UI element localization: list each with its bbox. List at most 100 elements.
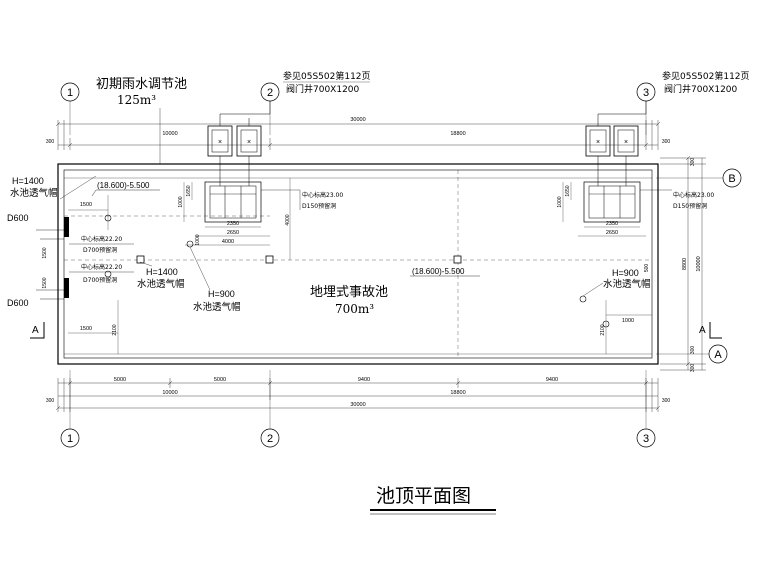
svg-text:×: × [218, 139, 222, 146]
dim-1650-right: 1650 [565, 185, 571, 196]
level-mark-left: (18.600)-5.500 [91, 181, 160, 197]
pipe-d600-lower [36, 278, 69, 300]
column-markers [136, 255, 462, 264]
dim-1500-lower: 1500 [80, 326, 92, 332]
level-mark-main: (18.600)-5.500 [410, 267, 480, 277]
grid-label: 3 [643, 433, 649, 445]
dim-2100-right: 2100 [600, 324, 606, 335]
vent-label-right: 水池透气帽 [603, 278, 651, 290]
dim-right-overall: 10000 [696, 256, 702, 271]
dim-1000-left: 1000 [178, 196, 184, 207]
left-pool-name: 初期雨水调节池 [96, 77, 187, 92]
pipe-d600-upper-label: D600 [7, 213, 29, 223]
dim-4000-vertical: 4000 [285, 214, 291, 225]
center-elev-2220-upper: 中心标高22.20 [81, 235, 122, 243]
dim-1000-right: 1000 [557, 196, 563, 207]
dim-edge-top-right: 300 [662, 139, 671, 145]
vent-height-left: H=1400 [12, 176, 44, 186]
dim-bottom-5000-b: 5000 [214, 377, 226, 383]
hatch-dimension-lines [183, 178, 646, 260]
svg-text:(18.600)-5.500: (18.600)-5.500 [412, 267, 465, 276]
dim-bottom-edge-left: 300 [46, 398, 55, 404]
dim-1500-pipe-lower: 1500 [42, 277, 48, 288]
grid-label: 2 [267, 433, 273, 445]
dim-seg-left-top: 10000 [162, 131, 177, 137]
drawing-title: 池顶平面图 [376, 485, 471, 507]
vent-label-left: 水池透气帽 [10, 187, 58, 199]
pipe-d600-lower-label: D600 [7, 298, 29, 308]
valve-well-left-label: 阀门井700X1200 [286, 83, 360, 95]
grid-label: A [714, 349, 722, 361]
pipe-d150-left: D150预留洞 [302, 202, 336, 210]
grid-label: 1 [67, 87, 73, 99]
dim-bottom-9400-b: 9400 [546, 377, 558, 383]
grid-axis-a: A [708, 344, 728, 364]
right-dimension-lines [660, 155, 706, 371]
pipe-d700-lower: D700预留洞 [83, 276, 117, 284]
grid-label: B [728, 173, 735, 185]
grid-axis-1-top: 1 [60, 82, 80, 102]
tank-outline [57, 163, 659, 365]
grid-axis-2-top: 2 [260, 82, 280, 102]
dim-right-edge-a: 300 [690, 346, 696, 355]
dim-bottom-10000: 10000 [162, 390, 177, 396]
vent-height-center-1400: H=1400 [146, 267, 178, 277]
valve-well-right: × × [585, 101, 647, 186]
dim-bottom-9400-a: 9400 [358, 377, 370, 383]
valve-well-right-label: 阀门井700X1200 [664, 83, 738, 95]
vent-dimension-lines [68, 195, 652, 354]
dim-1000-hatch-left: 1000 [195, 234, 201, 245]
dim-right-inner: 8800 [682, 258, 688, 270]
svg-text:×: × [624, 139, 628, 146]
dim-right-small: 500 [644, 264, 650, 273]
dim-overall-top: 30000 [350, 117, 365, 123]
svg-text:×: × [247, 139, 251, 146]
grid-label: 2 [267, 87, 273, 99]
dim-bottom-18800: 18800 [450, 390, 465, 396]
center-elev-2300-right: 中心标高23.00 [673, 191, 714, 199]
grid-label: 1 [67, 433, 73, 445]
hatch-right [583, 181, 641, 223]
dim-bottom-edge-right: 300 [662, 398, 671, 404]
svg-text:(18.600)-5.500: (18.600)-5.500 [97, 181, 150, 190]
grid-label: 3 [643, 87, 649, 99]
dim-seg-right-top: 18800 [450, 131, 465, 137]
dim-1650-left: 1650 [186, 185, 192, 196]
dim-edge-top-left: 300 [46, 139, 55, 145]
svg-text:A: A [32, 325, 39, 336]
pipe-d600-upper [36, 217, 69, 240]
dim-1000-vent: 1000 [622, 318, 634, 324]
grid-axis-2-bottom: 2 [260, 428, 280, 448]
vent-label-center-2: 水池透气帽 [193, 301, 241, 313]
grid-axis-3-bottom: 3 [636, 428, 656, 448]
bottom-dimension-lines [55, 378, 661, 412]
reference-left: 参见05S502第112页 [283, 70, 371, 82]
grid-axis-3-top: 3 [636, 82, 656, 102]
left-pool-volume: 125m³ [117, 93, 156, 107]
main-pool-volume: 700m³ [335, 302, 374, 316]
grid-axis-1-bottom: 1 [60, 428, 80, 448]
dim-2650-right: 2650 [606, 230, 618, 236]
dim-right-edge-top: 300 [690, 158, 696, 167]
dim-2350-right: 2350 [606, 221, 618, 227]
vent-label-center-1: 水池透气帽 [137, 278, 185, 290]
svg-text:×: × [596, 139, 600, 146]
reference-right: 参见05S502第112页 [662, 70, 750, 82]
section-mark-right: A [699, 322, 722, 339]
dim-2100-left: 2100 [112, 324, 118, 335]
main-pool-name: 地埋式事故池 [310, 285, 388, 300]
grid-lines [69, 101, 723, 429]
dim-1500-pipe-upper: 1500 [42, 247, 48, 258]
dim-right-edge-bottom: 300 [690, 364, 696, 373]
dim-bottom-5000-a: 5000 [114, 377, 126, 383]
dim-1500-upper: 1500 [80, 202, 92, 208]
dim-4000-left: 4000 [222, 239, 234, 245]
grid-axis-b: B [722, 168, 742, 188]
dim-2350-left: 2350 [227, 221, 239, 227]
hatch-left [204, 181, 262, 223]
dim-bottom-30000: 30000 [350, 402, 365, 408]
center-elev-2220-lower: 中心标高22.20 [81, 263, 122, 271]
vent-height-center-900: H=900 [208, 289, 235, 299]
